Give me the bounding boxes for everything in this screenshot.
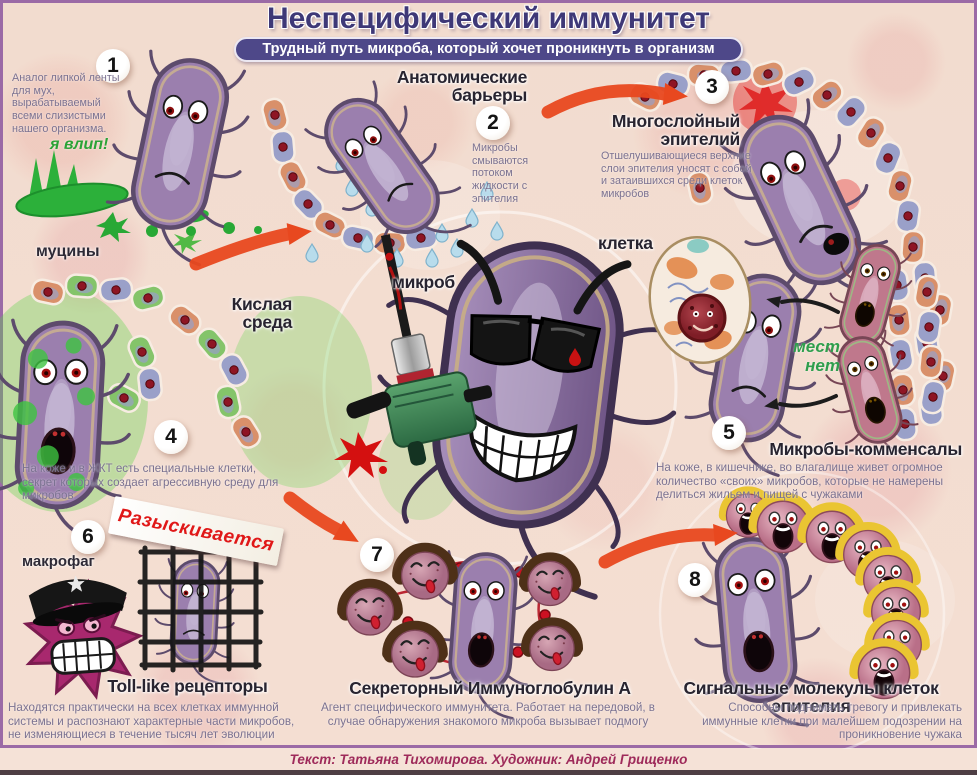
subtitle-wrap: Трудный путь микроба, который хочет прон… — [0, 37, 977, 62]
host-cell — [648, 235, 752, 365]
flow-arrow-icon — [598, 524, 738, 569]
credit-line: Текст: Татьяна Тихомирова. Художник: Анд… — [0, 749, 977, 770]
section-1-body: Аналог липкой ленты для мух, вырабатывае… — [12, 72, 120, 135]
step-badge-6: 6 — [71, 520, 105, 554]
step-badge-8: 8 — [678, 563, 712, 597]
step-badge-5: 5 — [712, 416, 746, 450]
page-title: Неспецифический иммунитет — [267, 2, 710, 35]
flow-arrows — [189, 83, 738, 569]
cage-icon — [137, 542, 264, 673]
section-5-body: На коже, в кишечнике, во влагалище живет… — [656, 461, 944, 502]
section-3-body: Отшелушивающиеся верхние слои эпителия у… — [601, 150, 752, 200]
flow-arrow-icon — [189, 223, 312, 271]
illustration-layer — [0, 0, 959, 758]
flow-arrow-icon — [283, 491, 359, 542]
section-6-label: макрофаг — [22, 553, 95, 570]
flow-arrow-icon — [541, 83, 688, 119]
red-splat — [334, 348, 581, 478]
section-4-body: На коже и в ЖКТ есть специальные клетки,… — [22, 462, 279, 503]
antenna-icon — [456, 239, 503, 305]
microbe-label: микроб — [392, 272, 455, 292]
section-3-heading: Многослойный эпителий — [611, 111, 740, 150]
drill-icon — [346, 234, 493, 466]
step-badge-2: 2 — [476, 106, 510, 140]
section-2-body: Микробы смываются потоком жидкости с эпи… — [472, 142, 529, 205]
step-badge-4: 4 — [154, 420, 188, 454]
step-badge-7: 7 — [360, 538, 394, 572]
section-8-heading: Сигнальные молекулы клеток эпителия — [683, 678, 939, 717]
microbe-4-acid — [0, 319, 135, 542]
sunglasses-icon — [469, 314, 602, 373]
section-6-heading: Toll-like рецепторы — [107, 676, 268, 696]
grin-teeth-icon — [468, 410, 578, 483]
section-1-speech: я влип! — [50, 136, 109, 153]
hitchhike-arrows — [764, 296, 840, 410]
section-8-body: Способны поднимать тревогу и привлекать … — [702, 701, 962, 742]
section-6-body: Находятся практически на всех клетках им… — [8, 701, 295, 742]
grin-icon — [50, 637, 116, 675]
step-badge-3: 3 — [695, 70, 729, 104]
section-2-heading: Анатомические барьеры — [396, 67, 527, 106]
bottom-strip — [0, 770, 977, 775]
page-subtitle: Трудный путь микроба, который хочет прон… — [234, 37, 743, 62]
step-badge-1: 1 — [96, 49, 130, 83]
microbe-3 — [703, 93, 910, 335]
section-1-label: муцины — [36, 243, 100, 260]
section-7-heading: Секреторный Иммуноглобулин А — [349, 678, 631, 698]
cell-label: клетка — [598, 233, 653, 253]
section-4-heading: Кислая среда — [231, 294, 293, 333]
siga-cluster — [339, 549, 582, 720]
section-7-body: Агент специфического иммунитета. Работае… — [321, 701, 655, 728]
section-5-heading: Микробы-комменсалы — [769, 439, 962, 459]
macrophage-character — [22, 575, 144, 701]
section-5-speech: мест нет — [793, 337, 840, 375]
